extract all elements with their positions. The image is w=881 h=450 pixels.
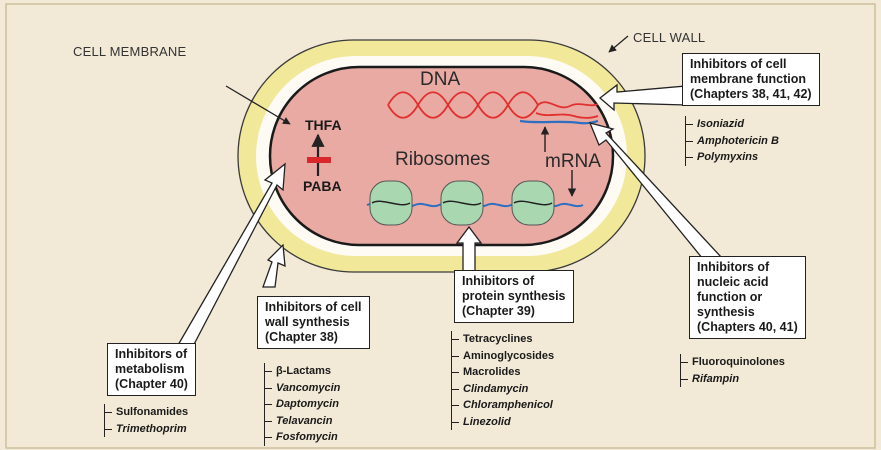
nucleic-box-line-4: synthesis: [697, 305, 798, 320]
drug-macrolides: Macrolides: [452, 364, 554, 381]
nucleic-box-line-3: function or: [697, 290, 798, 305]
cell-wall-drug-list: β-Lactams Vancomycin Daptomycin Telavanc…: [264, 363, 340, 446]
ribosome-2: [441, 181, 483, 225]
cell-wall-label: CELL WALL: [633, 30, 705, 45]
membrane-drug-list: Isoniazid Amphotericin B Polymyxins: [685, 116, 779, 166]
drug-fluoroquinolones: Fluoroquinolones: [681, 354, 785, 371]
membrane-box-line-1: Inhibitors of cell: [690, 57, 812, 72]
drug-chloramphenicol: Chloramphenicol: [452, 397, 554, 414]
nucleic-box-line-5: (Chapters 40, 41): [697, 320, 798, 335]
drug-daptomycin: Daptomycin: [265, 396, 340, 413]
drug-polymyxins: Polymyxins: [686, 149, 779, 166]
metabolism-box-line-3: (Chapter 40): [115, 377, 188, 392]
dna-label: DNA: [420, 69, 460, 91]
protein-synthesis-inhibitors-box: Inhibitors of protein synthesis (Chapter…: [454, 270, 574, 323]
drug-vancomycin: Vancomycin: [265, 380, 340, 397]
thfa-label: THFA: [305, 117, 342, 133]
drug-linezolid: Linezolid: [452, 414, 554, 431]
drug-tetracyclines: Tetracyclines: [452, 331, 554, 348]
protein-synthesis-drug-list: Tetracyclines Aminoglycosides Macrolides…: [451, 331, 554, 430]
drug-clindamycin: Clindamycin: [452, 381, 554, 398]
drug-isoniazid: Isoniazid: [686, 116, 779, 133]
metabolism-drug-list: Sulfonamides Trimethoprim: [104, 404, 188, 437]
drug-telavancin: Telavancin: [265, 413, 340, 430]
paba-label: PABA: [303, 178, 342, 194]
protein-box-line-3: (Chapter 39): [462, 304, 566, 319]
mrna-label: mRNA: [545, 151, 601, 173]
drug-fosfomycin: Fosfomycin: [265, 429, 340, 446]
drug-trimethoprim: Trimethoprim: [105, 421, 188, 438]
wall-inhibitor-arrow: [263, 245, 285, 287]
drug-beta-lactams: β-Lactams: [265, 363, 340, 380]
wall-box-line-2: wall synthesis: [265, 315, 362, 330]
wall-box-line-3: (Chapter 38): [265, 330, 362, 345]
drug-aminoglycosides: Aminoglycosides: [452, 348, 554, 365]
protein-box-line-2: protein synthesis: [462, 289, 566, 304]
nucleic-box-line-2: nucleic acid: [697, 275, 798, 290]
metabolism-inhibitors-box: Inhibitors of metabolism (Chapter 40): [107, 343, 196, 396]
nucleic-acid-drug-list: Fluoroquinolones Rifampin: [680, 354, 785, 387]
membrane-inhibitor-arrow: [600, 85, 686, 110]
metabolism-block-bar: [307, 157, 331, 163]
membrane-box-line-2: membrane function: [690, 72, 812, 87]
wall-pointer: [609, 36, 628, 52]
cell-wall-inhibitors-box: Inhibitors of cell wall synthesis (Chapt…: [257, 296, 370, 349]
wall-box-line-1: Inhibitors of cell: [265, 300, 362, 315]
metabolism-box-line-2: metabolism: [115, 362, 188, 377]
protein-box-line-1: Inhibitors of: [462, 274, 566, 289]
membrane-inhibitors-box: Inhibitors of cell membrane function (Ch…: [682, 53, 820, 106]
ribosomes-label: Ribosomes: [395, 149, 490, 171]
nucleic-acid-inhibitors-box: Inhibitors of nucleic acid function or s…: [689, 256, 806, 339]
nucleic-box-line-1: Inhibitors of: [697, 260, 798, 275]
ribosome-1: [370, 181, 412, 225]
drug-sulfonamides: Sulfonamides: [105, 404, 188, 421]
ribosome-3: [512, 181, 554, 225]
membrane-box-line-3: (Chapters 38, 41, 42): [690, 87, 812, 102]
drug-rifampin: Rifampin: [681, 371, 785, 388]
cell-membrane-label: CELL MEMBRANE: [73, 44, 186, 59]
metabolism-box-line-1: Inhibitors of: [115, 347, 188, 362]
drug-amphotericin-b: Amphotericin B: [686, 133, 779, 150]
